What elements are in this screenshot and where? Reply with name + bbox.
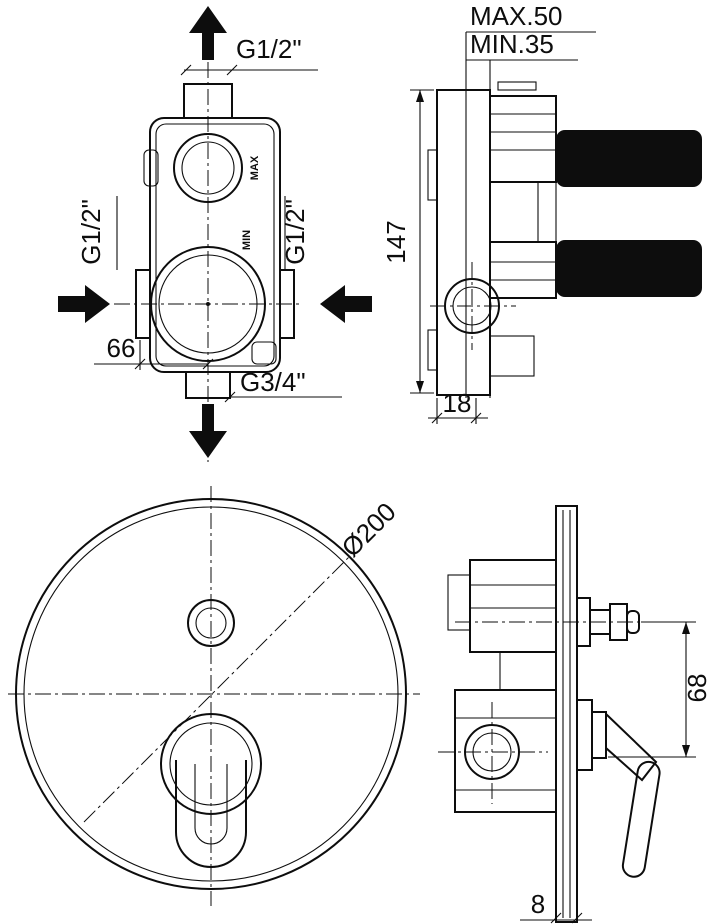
wall-plate-edge xyxy=(555,505,578,923)
lower-mechanism xyxy=(489,241,557,299)
diameter-leader-line xyxy=(83,555,351,823)
min-marking-label: MIN xyxy=(241,230,253,250)
valve-body xyxy=(149,117,281,373)
bottom-port-label: G3/4" xyxy=(240,367,306,397)
diverter-button-circle xyxy=(187,599,235,647)
upper-mechanism xyxy=(489,95,557,183)
top-port-label: G1/2" xyxy=(236,34,302,64)
port-offset-dim-label: 18 xyxy=(443,388,472,418)
side-plate-view: 68 8 xyxy=(438,505,712,924)
side-valve-view: MAX.50 MIN.35 147 18 xyxy=(381,1,702,424)
mounting-bar-top xyxy=(556,130,702,187)
lever-arm xyxy=(605,711,658,782)
max-marking-label: MAX xyxy=(249,155,261,180)
handle-hub-circle xyxy=(160,713,262,815)
center-offset-dim-label: 66 xyxy=(107,333,136,363)
flow-arrow-left-inlet-icon xyxy=(58,285,110,323)
left-port-label: G1/2" xyxy=(76,199,106,265)
flow-arrow-up-icon xyxy=(189,6,227,60)
trim-plate-circle xyxy=(15,498,407,890)
lever-loop xyxy=(175,760,247,868)
max-depth-label: MAX.50 xyxy=(470,1,563,31)
front-valve-view: G1/2" G1/2" G1/2" 66 G3/4" MAX MIN xyxy=(58,6,372,462)
right-port-label: G1/2" xyxy=(280,199,310,265)
front-plate-view: Ø200 xyxy=(8,486,420,906)
diameter-dim-label: Ø200 xyxy=(336,497,402,563)
side-port-circle-2 xyxy=(464,724,520,780)
concealed-body-upper xyxy=(469,559,557,653)
plate-thickness-dim-label: 8 xyxy=(531,889,545,919)
controls-spacing-dim-label: 68 xyxy=(682,674,712,703)
height-dim-label: 147 xyxy=(381,220,411,263)
flow-arrow-right-inlet-icon xyxy=(320,285,372,323)
left-inlet-flange xyxy=(135,269,151,339)
right-inlet-flange xyxy=(279,269,295,339)
min-depth-label: MIN.35 xyxy=(470,29,554,59)
diverter-button-side xyxy=(576,597,640,647)
lever-grip xyxy=(621,760,661,878)
mounting-tab-bottom xyxy=(251,341,277,365)
valve-side-slab xyxy=(436,89,491,396)
upper-port-circle xyxy=(173,133,243,203)
concealed-body-lower xyxy=(454,689,557,813)
mounting-tab-left xyxy=(143,149,159,187)
flow-arrow-down-icon xyxy=(189,404,227,458)
handle-side xyxy=(576,699,661,878)
mounting-bar-bottom xyxy=(556,240,702,297)
